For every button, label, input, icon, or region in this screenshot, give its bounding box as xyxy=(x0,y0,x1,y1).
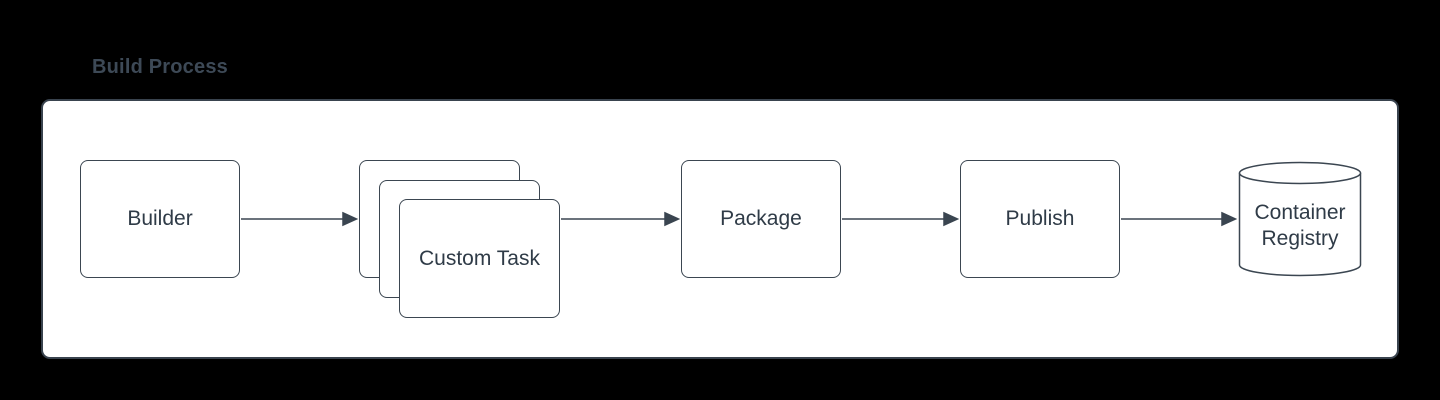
node-container-registry-label: Container Registry xyxy=(1254,201,1346,250)
node-publish: Publish xyxy=(960,160,1120,278)
cylinder-shape-icon xyxy=(1238,161,1362,277)
node-builder: Builder xyxy=(80,160,240,278)
node-publish-label: Publish xyxy=(1005,207,1075,230)
node-builder-label: Builder xyxy=(127,207,193,230)
node-package: Package xyxy=(681,160,841,278)
node-custom-task-label: Custom Task xyxy=(419,246,540,270)
node-package-label: Package xyxy=(720,207,802,230)
diagram-title: Build Process xyxy=(92,56,228,78)
node-container-registry: Container Registry xyxy=(1238,161,1362,279)
node-custom-task: Custom Task xyxy=(399,199,560,318)
